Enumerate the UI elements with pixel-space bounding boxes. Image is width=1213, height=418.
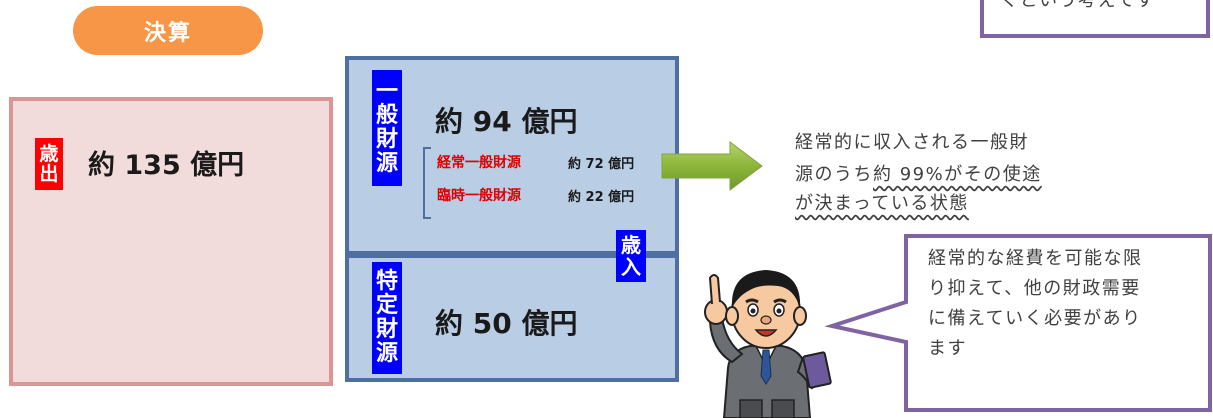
general-tag-char-4: 源	[375, 151, 398, 176]
general-revenue-amount: 約 94 億円	[435, 105, 578, 138]
speech-line-2: り抑えて、他の財政需要	[928, 278, 1141, 299]
breakdown-bracket	[423, 147, 431, 219]
breakdown-amount-1: 約 72 億円	[568, 157, 635, 172]
specific-tag-char-2: 定	[375, 293, 398, 318]
revenue-tag-char-1: 歳	[621, 233, 641, 257]
speech-bubble	[824, 234, 1212, 412]
explanation-line-2: 源のうち約 99%がその使途	[795, 160, 1042, 190]
general-tag-char-3: 財	[375, 127, 398, 152]
revenue-tag: 歳 入	[616, 230, 646, 282]
general-tag-char-1: 一	[375, 79, 398, 104]
specific-tag-char-4: 源	[375, 341, 398, 366]
explanation-line-3: が決まっている状態	[795, 189, 969, 219]
speech-line-1: 経常的な経費を可能な限	[928, 248, 1143, 269]
general-revenue-tag: 一 般 財 源	[372, 70, 402, 186]
expenditure-tag: 歳 出	[35, 138, 63, 190]
explanation-line-1: 経常的に収入される一般財	[795, 132, 1029, 153]
arrow-right-icon	[661, 141, 763, 191]
specific-revenue-amount: 約 50 億円	[435, 307, 578, 340]
speech-line-4: ます	[928, 338, 967, 359]
expenditure-tag-char-1: 歳	[39, 143, 59, 165]
settlement-header: 決算	[73, 6, 263, 55]
specific-revenue-tag: 特 定 財 源	[372, 262, 402, 374]
top-callout-text: くという考えです	[1000, 0, 1156, 11]
expenditure-tag-char-2: 出	[39, 163, 59, 185]
general-tag-char-2: 般	[375, 103, 398, 128]
specific-tag-char-3: 財	[375, 317, 398, 342]
breakdown-amount-2: 約 22 億円	[568, 190, 635, 205]
breakdown-label-2: 臨時一般財源	[437, 188, 521, 204]
explanation-line-2-plain: 源のうち	[795, 164, 873, 185]
businessman-icon	[704, 270, 832, 418]
speech-bubble-text: 経常的な経費を可能な限 り抑えて、他の財政需要 に備えていく必要があり ます	[928, 244, 1143, 364]
top-callout: くという考えです	[980, 0, 1210, 38]
revenue-tag-char-2: 入	[621, 255, 641, 279]
breakdown-label-1: 経常一般財源	[437, 155, 521, 171]
specific-tag-char-1: 特	[375, 269, 398, 294]
expenditure-box	[9, 97, 333, 386]
expenditure-amount: 約 135 億円	[88, 150, 245, 181]
speech-line-3: に備えていく必要があり	[928, 308, 1142, 329]
explanation-line-2-underlined: 約 99%がその使途	[873, 164, 1042, 185]
explanation-line-3-underlined: が決まっている状態	[795, 193, 969, 214]
